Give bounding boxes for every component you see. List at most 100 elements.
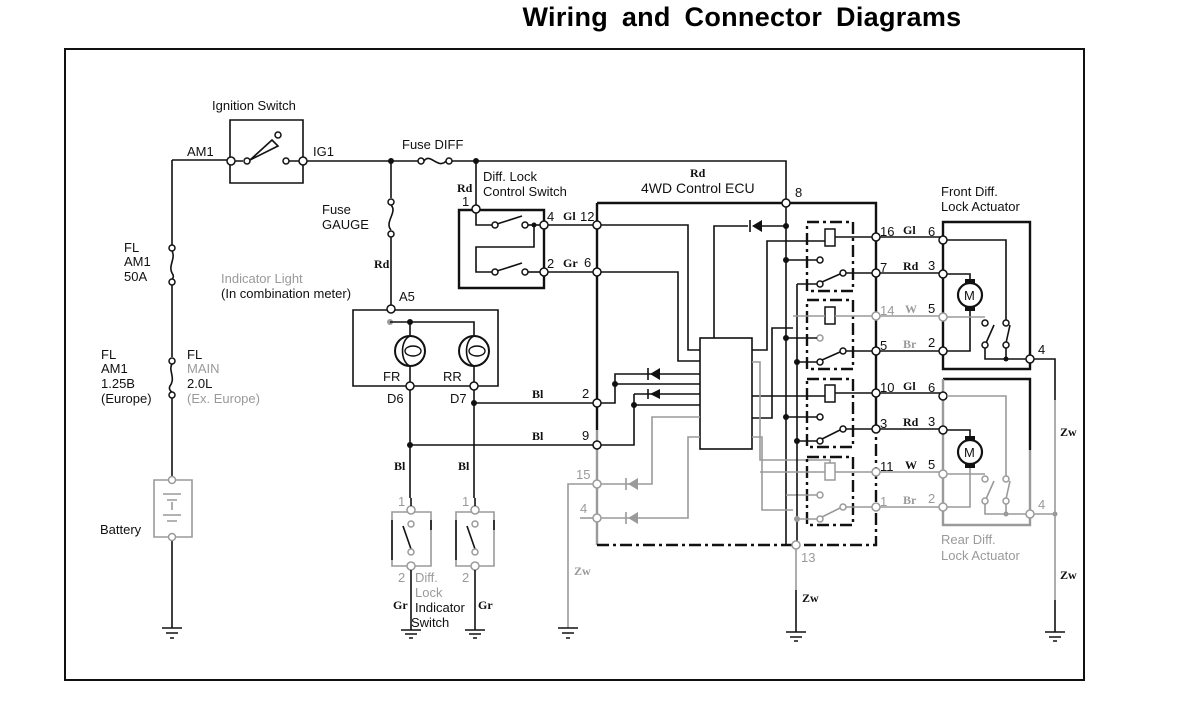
- control-switch-pin1: 1: [462, 194, 469, 209]
- battery-label: Battery: [100, 522, 142, 537]
- fl-am1-125b-line4: (Europe): [101, 391, 152, 406]
- indicator-d6-pin: D6: [387, 391, 404, 406]
- actuator-wires: Gl Rd W Br Gl Rd W Br: [880, 223, 940, 508]
- diode-2-icon: [647, 368, 660, 380]
- indicator-switch-right-icon: [455, 498, 495, 639]
- diagram-frame: [64, 48, 1085, 681]
- indicator-switch-line2: Lock: [415, 585, 443, 600]
- front-actuator-pin4: 4: [1038, 342, 1045, 357]
- fl-am1-125b-line1: FL: [101, 347, 116, 362]
- ecu-pin-7: 7: [880, 260, 887, 275]
- wire-color-front-br: Br: [903, 337, 917, 351]
- wire-color-bl-d7: Bl: [458, 459, 470, 473]
- front-actuator-line2: Lock Actuator: [941, 199, 1020, 214]
- wire-color-rd-top: Rd: [690, 166, 706, 180]
- front-diff-lock-actuator: Front Diff. Lock Actuator 6 3 5 2 M 4: [928, 184, 1077, 514]
- power-supply-branch: FL AM1 50A FL AM1 1.25B (Europe) FL MAIN…: [100, 159, 260, 639]
- front-actuator-pin5: 5: [928, 301, 935, 316]
- control-switch-pin4: 4: [547, 209, 554, 224]
- wire-color-rd-switch: Rd: [457, 181, 473, 195]
- fusible-link-50a-icon: [168, 244, 176, 286]
- fl-am1-125b-line3: 1.25B: [101, 376, 135, 391]
- fusible-link-main-icon: [168, 357, 176, 399]
- indicator-switch-left-icon: [391, 498, 432, 639]
- page-title: Wiring and Connector Diagrams: [522, 2, 962, 32]
- wire-color-zw-right-lower: Zw: [1060, 568, 1077, 582]
- diode-4-icon: [625, 512, 638, 524]
- fl-am1-125b-line2: AM1: [101, 361, 128, 376]
- ecu-pin-11: 11: [880, 459, 894, 474]
- fuse-gauge-line2: GAUGE: [322, 217, 369, 232]
- ecu-pin-9: 9: [582, 428, 589, 443]
- ecu-pin-13: 13: [801, 550, 815, 565]
- diff-lock-indicator-switches: 1 1 2 2 Diff. Lock Indicator Switch Gr G…: [391, 494, 495, 639]
- relay-4-icon: [805, 455, 855, 527]
- indicator-switch-line1: Diff.: [415, 570, 438, 585]
- fl-main-line1: FL: [187, 347, 202, 362]
- front-actuator-pin3: 3: [928, 258, 935, 273]
- fl-am1-50a-line1: FL: [124, 240, 139, 255]
- front-actuator-pin6: 6: [928, 224, 935, 239]
- fuse-diff-icon: [417, 157, 453, 165]
- wire-color-zw-15: Zw: [574, 564, 591, 578]
- wire-color-rear-gl: Gl: [903, 379, 916, 393]
- ignition-switch-label: Ignition Switch: [212, 98, 296, 113]
- fl-main-line3: 2.0L: [187, 376, 212, 391]
- ecu-pin-16: 16: [880, 224, 894, 239]
- ecu-pin-2: 2: [582, 386, 589, 401]
- lamp-fr-label: FR: [383, 369, 400, 384]
- wire-color-rear-rd: Rd: [903, 415, 919, 429]
- wire-color-front-w: W: [905, 302, 917, 316]
- fuse-diff-label: Fuse DIFF: [402, 137, 463, 152]
- wire-color-zw-right-upper: Zw: [1060, 425, 1077, 439]
- control-switch-line2: Control Switch: [483, 184, 567, 199]
- rear-actuator-pin5: 5: [928, 457, 935, 472]
- wire-color-gr-6: Gr: [563, 256, 578, 270]
- wire-color-front-gl: Gl: [903, 223, 916, 237]
- front-motor-label: M: [964, 288, 975, 303]
- indicator-switch-right-pin1: 1: [462, 494, 469, 509]
- wire-color-front-rd: Rd: [903, 259, 919, 273]
- lamp-rr-icon: [458, 335, 490, 386]
- fl-am1-50a-line2: AM1: [124, 254, 151, 269]
- lamp-fr-icon: [394, 335, 426, 386]
- ecu-pin-3: 3: [880, 416, 887, 431]
- control-switch-pin2: 2: [547, 256, 554, 271]
- fuse-gauge-icon: [387, 198, 395, 238]
- front-actuator-pin2: 2: [928, 335, 935, 350]
- wire-color-rear-br: Br: [903, 493, 917, 507]
- ecu-pin-14: 14: [880, 303, 894, 318]
- wire-color-bl-2: Bl: [532, 387, 544, 401]
- rear-diff-lock-actuator: 6 3 5 2 M 4 Zw Rear Diff. Lock Actuator: [928, 377, 1077, 642]
- ecu-ic-block: [699, 337, 753, 450]
- indicator-switch-line3: Indicator: [415, 600, 466, 615]
- ecu-pin-1: 1: [880, 494, 887, 509]
- wire-color-rear-w: W: [905, 458, 917, 472]
- wire-color-rd-gauge: Rd: [374, 257, 390, 271]
- ground-icon: [162, 627, 182, 639]
- indicator-light-line1: Indicator Light: [221, 271, 303, 286]
- control-switch-line1: Diff. Lock: [483, 169, 537, 184]
- indicator-switch-right-pin2: 2: [462, 570, 469, 585]
- fl-am1-50a-line3: 50A: [124, 269, 147, 284]
- ecu-pin-15: 15: [576, 467, 590, 482]
- lamp-rr-label: RR: [443, 369, 462, 384]
- wire-color-zw-13: Zw: [802, 591, 819, 605]
- fl-main-line4: (Ex. Europe): [187, 391, 260, 406]
- ignition-ig1-pin: IG1: [313, 144, 334, 159]
- ecu-pin-8: 8: [795, 185, 802, 200]
- front-actuator-line1: Front Diff.: [941, 184, 998, 199]
- ecu-label: 4WD Control ECU: [641, 180, 755, 196]
- indicator-light: Indicator Light (In combination meter) A…: [221, 271, 499, 406]
- indicator-d7-pin: D7: [450, 391, 467, 406]
- ignition-switch: Ignition Switch AM1 IG1: [187, 98, 334, 184]
- indicator-switch-line4: Switch: [411, 615, 449, 630]
- ecu-pin-6: 6: [584, 255, 591, 270]
- wire-color-gr-right: Gr: [478, 598, 493, 612]
- wire-color-bl-9: Bl: [532, 429, 544, 443]
- ecu-pin-4: 4: [580, 501, 587, 516]
- wire-color-gl-12: Gl: [563, 209, 576, 223]
- ecu-4wd-control: 4WD Control ECU 8 12 6 2 9 15 4: [558, 180, 894, 642]
- diode-15-icon: [625, 478, 638, 490]
